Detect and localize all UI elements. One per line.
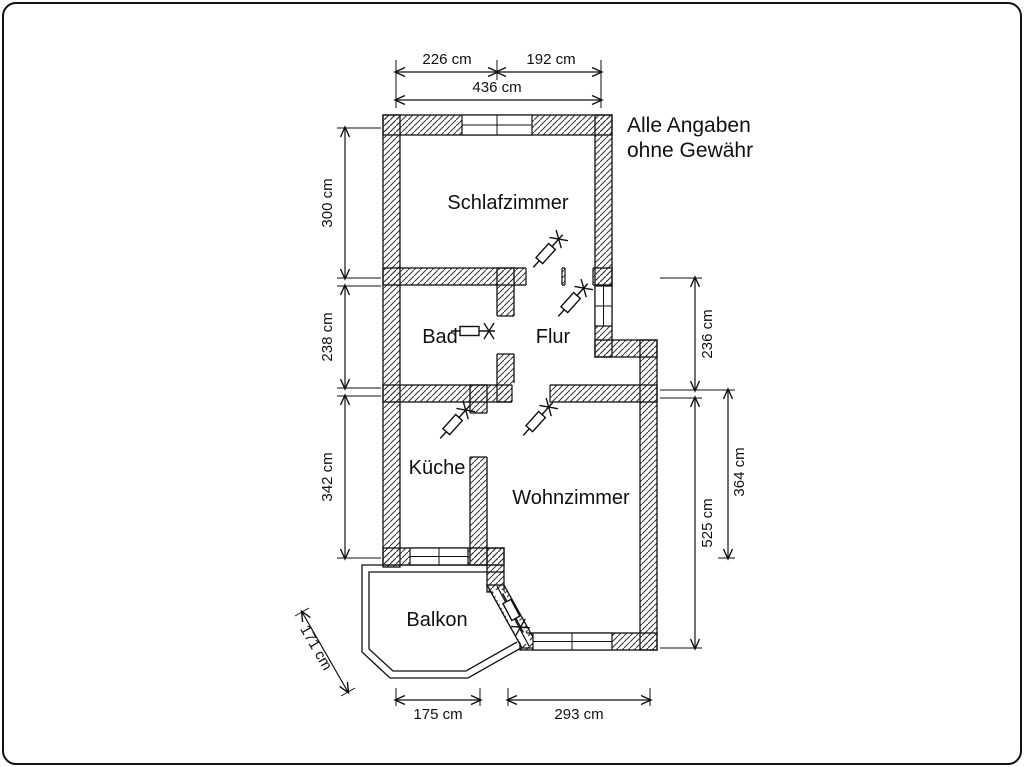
- dimension-label: 300 cm: [319, 178, 336, 227]
- room-label-balkon: Balkon: [406, 609, 467, 631]
- dimension-label: 226 cm: [422, 51, 471, 68]
- room-label-kueche: Küche: [409, 457, 466, 479]
- dimension-right-upper: 236 cm: [689, 275, 716, 393]
- disclaimer-line-1: Alle Angaben: [627, 114, 751, 137]
- room-label-flur: Flur: [536, 326, 571, 348]
- dimension-label: 236 cm: [699, 309, 716, 358]
- dimension-left-lower: 342 cm: [319, 393, 351, 561]
- window-symbol: [594, 285, 613, 327]
- dimension-label: 342 cm: [319, 452, 336, 501]
- balcony-outline: [361, 564, 522, 679]
- dimension-bottom-left: 175 cm: [393, 694, 483, 723]
- dimension-left-upper: 300 cm: [319, 125, 351, 281]
- windows: [409, 114, 613, 651]
- dimension-left-middle: 238 cm: [319, 283, 351, 391]
- disclaimer-line-2: ohne Gewähr: [627, 139, 753, 162]
- dimension-label: 364 cm: [731, 447, 748, 496]
- dimension-label: 525 cm: [699, 498, 716, 547]
- window-symbol: [532, 632, 613, 651]
- dimension-right-outer: 364 cm: [722, 387, 748, 561]
- room-label-schlafzimmer: Schlafzimmer: [447, 192, 568, 214]
- dimension-label: 171 cm: [296, 622, 335, 673]
- dimension-top-total: 436 cm: [393, 79, 604, 106]
- dimension-label: 436 cm: [472, 79, 521, 96]
- room-labels: Schlafzimmer Bad Flur Küche Wohnzimmer B…: [406, 192, 630, 631]
- room-label-bad: Bad: [422, 326, 458, 348]
- disclaimer: Alle Angaben ohne Gewähr: [627, 114, 753, 162]
- dimension-diagonal: 171 cm: [296, 609, 350, 695]
- dimension-label: 238 cm: [319, 312, 336, 361]
- dimension-right-inner: 525 cm: [689, 395, 716, 651]
- window-symbol: [409, 547, 469, 566]
- window-symbol: [461, 114, 533, 136]
- dimension-top-right: 192 cm: [494, 51, 604, 78]
- dimension-bottom-right: 293 cm: [505, 694, 653, 723]
- wall-segment: [382, 114, 401, 568]
- dimension-label: 175 cm: [413, 706, 462, 723]
- dimension-label: 192 cm: [526, 51, 575, 68]
- room-label-wohnzimmer: Wohnzimmer: [512, 487, 630, 509]
- dimension-top-left: 226 cm: [393, 51, 500, 78]
- dimension-label: 293 cm: [554, 706, 603, 723]
